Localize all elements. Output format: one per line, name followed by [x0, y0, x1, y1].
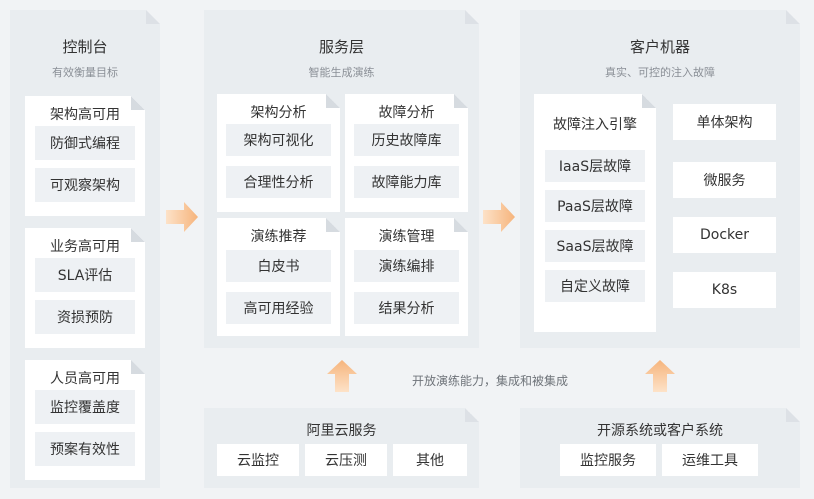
service-group-drill-recommendation: 演练推荐 白皮书 高可用经验: [217, 218, 340, 336]
chip-other: 其他: [393, 444, 467, 476]
group-title: 人员高可用: [50, 371, 120, 387]
arrow-up-icon: [327, 360, 357, 392]
aliyun-title: 阿里云服务: [306, 423, 377, 439]
service-group-architecture-analysis: 架构分析 架构可视化 合理性分析: [217, 94, 340, 212]
chip-ha-experience: 高可用经验: [226, 292, 331, 324]
target-docker: Docker: [673, 217, 776, 253]
chip-ops-tools: 运维工具: [662, 444, 758, 476]
service-group-drill-management: 演练管理 演练编排 结果分析: [345, 218, 468, 336]
target-monolith: 单体架构: [673, 104, 776, 140]
chip-monitoring-service: 监控服务: [560, 444, 656, 476]
control-group-personnel: 人员高可用 监控覆盖度 预案有效性: [25, 360, 145, 480]
target-microservice: 微服务: [673, 162, 776, 198]
client-title: 客户机器: [629, 38, 690, 56]
chip-whitepaper: 白皮书: [226, 250, 331, 282]
target-k8s: K8s: [673, 272, 776, 308]
control-subtitle: 有效衡量目标: [52, 66, 118, 79]
group-title: 架构分析: [250, 105, 307, 121]
group-title: 演练管理: [378, 229, 435, 245]
group-title: 架构高可用: [50, 107, 120, 123]
group-title: 业务高可用: [50, 239, 120, 255]
client-subtitle: 真实、可控的注入故障: [605, 66, 715, 79]
group-title: 演练推荐: [250, 229, 307, 245]
chip-iaas-fault: IaaS层故障: [545, 150, 645, 182]
chip-rationality-analysis: 合理性分析: [226, 166, 331, 198]
chip-paas-fault: PaaS层故障: [545, 190, 645, 222]
corner-fold: [786, 10, 800, 24]
chip-plan-effectiveness: 预案有效性: [35, 432, 135, 466]
control-group-business: 业务高可用 SLA评估 资损预防: [25, 228, 145, 348]
control-title: 控制台: [62, 38, 108, 56]
engine-title: 故障注入引擎: [553, 117, 637, 133]
chip-custom-fault: 自定义故障: [545, 270, 645, 302]
corner-fold: [465, 10, 479, 24]
service-panel: 服务层 智能生成演练 架构分析 架构可视化 合理性分析 故障分析 历史故障库 故…: [204, 10, 479, 348]
chip-drill-orchestration: 演练编排: [354, 250, 459, 282]
chip-architecture-visualization: 架构可视化: [226, 124, 331, 156]
arrow-right-icon: [483, 202, 515, 232]
corner-fold: [642, 94, 656, 108]
chip-cloud-pts: 云压测: [305, 444, 387, 476]
arrow-right-icon: [166, 202, 198, 232]
chip-result-analysis: 结果分析: [354, 292, 459, 324]
control-panel: 控制台 有效衡量目标 架构高可用 防御式编程 可观察架构 业务高可用 SLA评估…: [10, 10, 160, 488]
chip-defensive-programming: 防御式编程: [35, 126, 135, 160]
arrow-up-icon: [645, 360, 675, 392]
opensource-panel: 开源系统或客户系统 监控服务 运维工具: [520, 408, 800, 488]
group-title: 故障分析: [378, 105, 435, 121]
chip-fault-history: 历史故障库: [354, 124, 459, 156]
service-title: 服务层: [318, 38, 364, 56]
chip-loss-prevention: 资损预防: [35, 300, 135, 334]
aliyun-panel: 阿里云服务 云监控 云压测 其他: [204, 408, 479, 488]
chip-observable-architecture: 可观察架构: [35, 168, 135, 202]
fault-injection-engine: 故障注入引擎 IaaS层故障 PaaS层故障 SaaS层故障 自定义故障: [534, 94, 656, 332]
client-panel: 客户机器 真实、可控的注入故障 故障注入引擎 IaaS层故障 PaaS层故障 S…: [520, 10, 800, 348]
corner-fold: [146, 10, 160, 24]
service-group-fault-analysis: 故障分析 历史故障库 故障能力库: [345, 94, 468, 212]
control-group-architecture: 架构高可用 防御式编程 可观察架构: [25, 96, 145, 216]
integration-caption: 开放演练能力，集成和被集成: [412, 374, 569, 388]
chip-cloud-monitor: 云监控: [217, 444, 299, 476]
chip-monitoring-coverage: 监控覆盖度: [35, 390, 135, 424]
service-subtitle: 智能生成演练: [308, 66, 375, 79]
opensource-title: 开源系统或客户系统: [597, 423, 723, 439]
chip-fault-capability: 故障能力库: [354, 166, 459, 198]
chip-saas-fault: SaaS层故障: [545, 230, 645, 262]
chip-sla-assessment: SLA评估: [35, 258, 135, 292]
